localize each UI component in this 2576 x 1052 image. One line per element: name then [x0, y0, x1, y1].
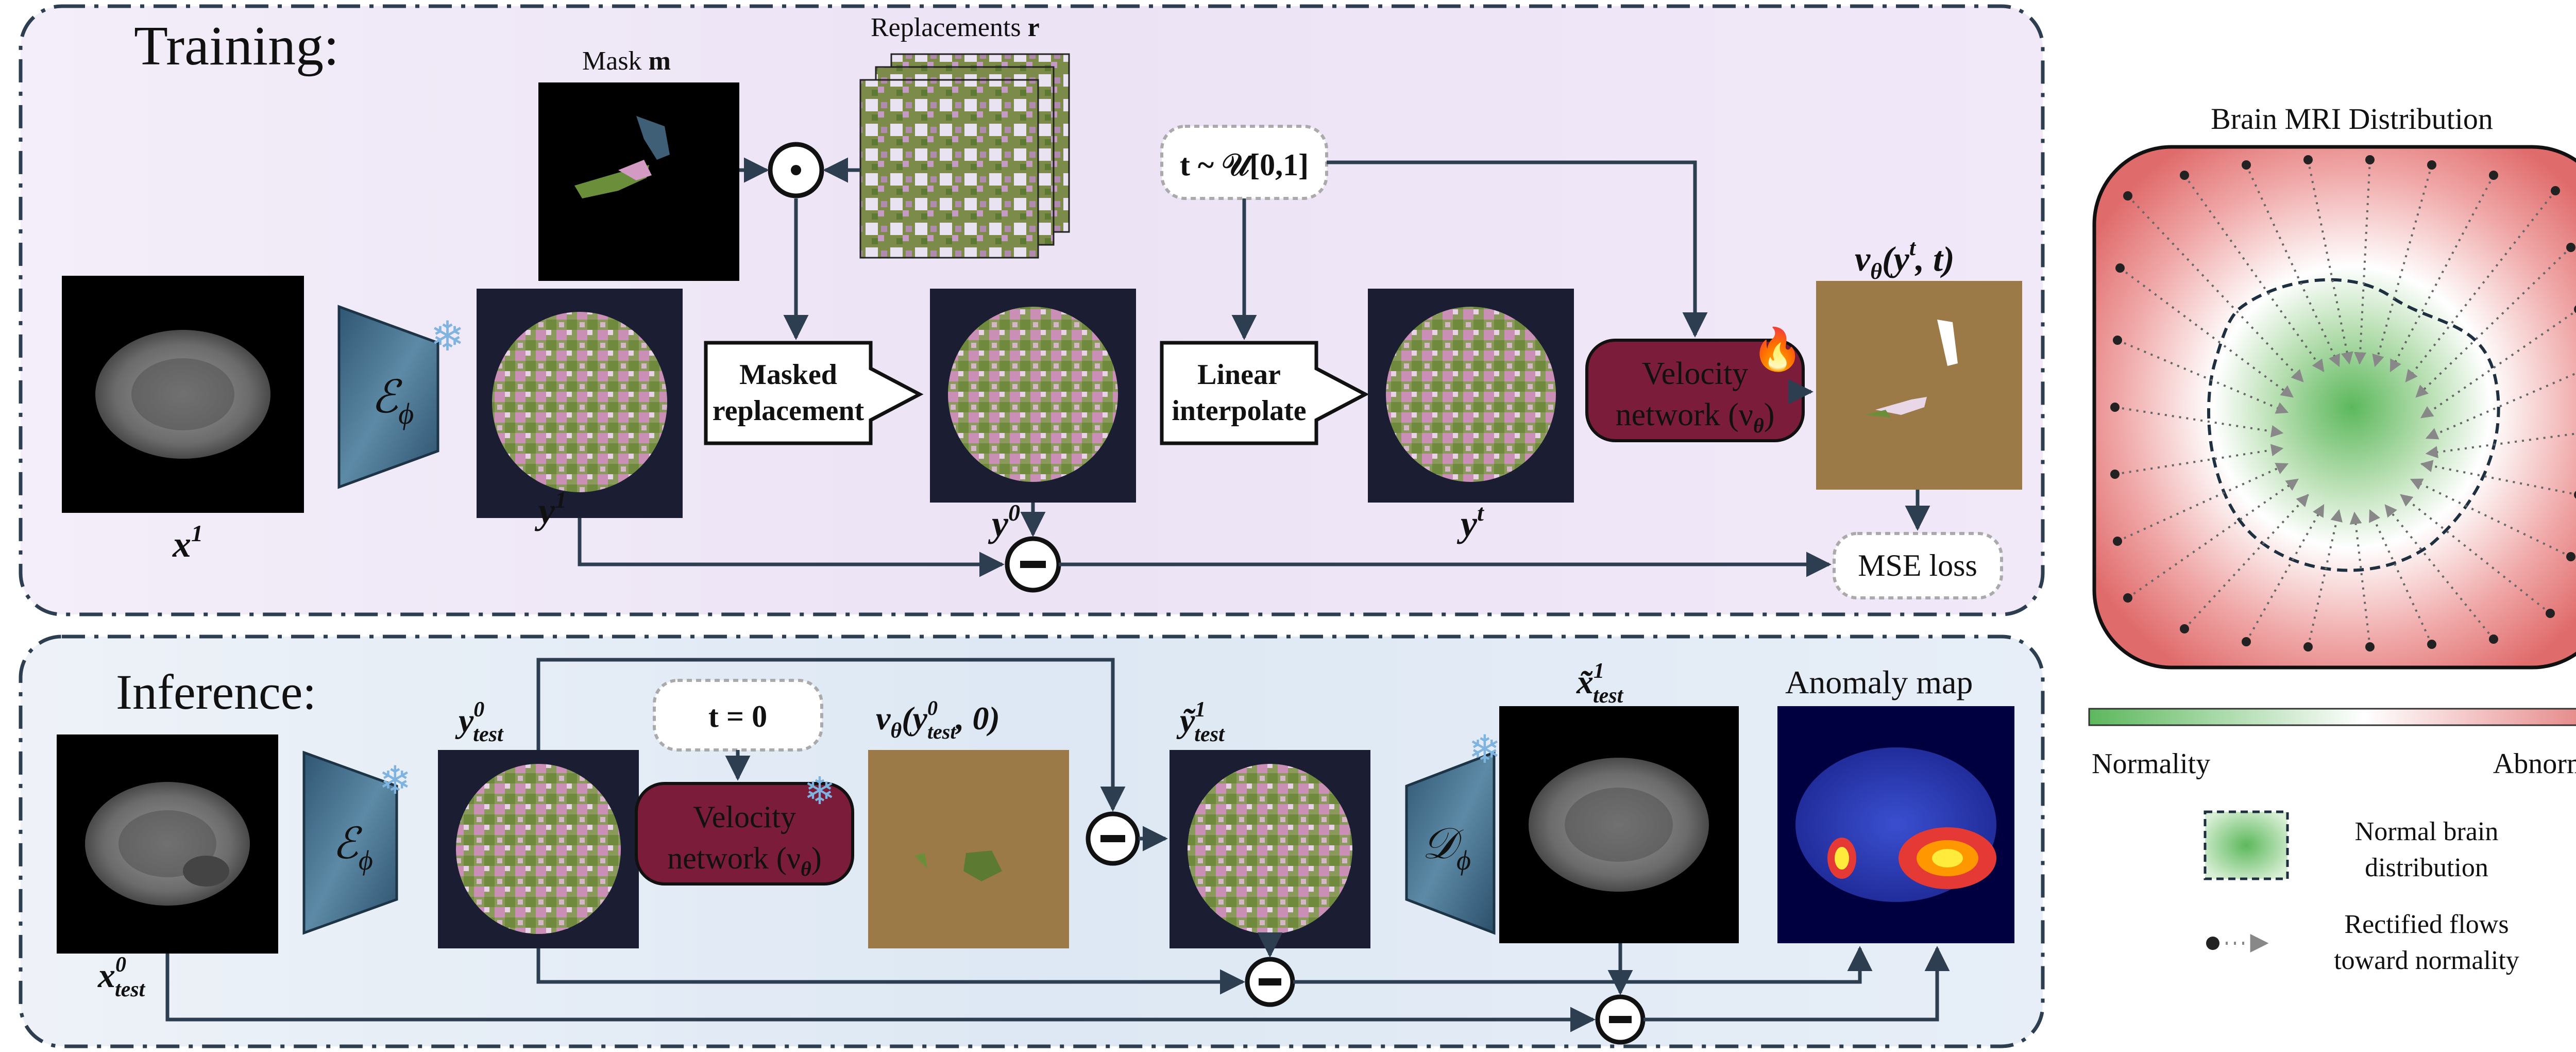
normality-label: Normality — [2092, 748, 2210, 780]
linear-interpolate-block: Linear interpolate — [1160, 341, 1369, 445]
legend-normal-line1: Normal brain — [2355, 817, 2499, 846]
mse-loss-label: MSE loss — [1858, 548, 1977, 582]
velocity-line2: network (νθ) — [1616, 397, 1775, 437]
encoder-inference: ℰϕ ❄ — [302, 750, 412, 935]
velocity-output-inference — [868, 750, 1069, 948]
latent-yt — [1368, 289, 1574, 503]
velocity-inference-line2: network (νθ) — [667, 841, 821, 880]
replacements-stack — [859, 53, 1070, 259]
legend-flow-line2: toward normality — [2334, 946, 2519, 975]
latent-y1 — [477, 289, 683, 518]
linear-interpolate-line1: Linear — [1197, 359, 1281, 391]
masked-replacement-block: Masked replacement — [704, 341, 924, 445]
t-zero-box: t = 0 — [653, 679, 823, 752]
anomaly-map-label: Anomaly map — [1785, 664, 1973, 700]
mse-loss-box: MSE loss — [1833, 532, 2003, 599]
latent-y0-test — [438, 750, 639, 948]
flow-start-dots — [2110, 155, 2576, 652]
distribution-panel: Brain MRI Distribution — [2088, 102, 2576, 975]
snowflake-icon: ❄ — [430, 313, 465, 359]
input-brain-x1 — [62, 276, 304, 513]
normality-scale-bar — [2088, 708, 2576, 726]
legend-flow: Rectified flows toward normality — [2206, 910, 2519, 975]
training-title: Training: — [134, 15, 339, 77]
mask-image — [538, 82, 739, 281]
training-arrows — [578, 157, 1930, 577]
legend-normal: Normal brain distribution — [2204, 810, 2499, 882]
legend-normal-line2: distribution — [2365, 853, 2488, 882]
inference-title: Inference: — [116, 664, 316, 720]
flame-icon: 🔥 — [1752, 326, 1803, 373]
minus-operator-inference-3 — [1595, 994, 1646, 1045]
masked-replacement-line1: Masked — [739, 359, 837, 391]
masked-replacement-line2: replacement — [713, 395, 865, 427]
snowflake-icon: ❄ — [1468, 728, 1501, 772]
minus-operator-training — [1005, 536, 1061, 593]
t-sample-label: t ~ 𝒰[0,1] — [1180, 148, 1309, 182]
linear-interpolate-line2: interpolate — [1172, 395, 1306, 427]
rectified-flows — [2114, 159, 2576, 647]
minus-operator-inference-2 — [1245, 957, 1295, 1007]
abnormality-label: Abnormality — [2493, 748, 2576, 780]
velocity-line1: Velocity — [1642, 356, 1749, 391]
encoder-label: ℰϕ — [371, 373, 414, 430]
mask-label: Mask m — [582, 46, 671, 76]
anomaly-map-image — [1777, 706, 2014, 943]
velocity-inference-line1: Velocity — [693, 800, 796, 834]
replacements-label: Replacements r — [871, 13, 1040, 42]
encoder-inference-label: ℰϕ — [332, 820, 373, 876]
latent-y1-tilde-test — [1170, 750, 1370, 948]
legend-flow-line1: Rectified flows — [2344, 910, 2509, 939]
velocity-output-training — [1816, 281, 2022, 490]
x1-label: x1 — [172, 520, 203, 565]
snowflake-icon: ❄ — [379, 759, 412, 803]
latent-y0 — [930, 289, 1136, 503]
distribution-title: Brain MRI Distribution — [2211, 102, 2493, 136]
velocity-output-label: νθ(yt, t) — [1855, 235, 1955, 284]
t-zero-label: t = 0 — [708, 699, 767, 733]
minus-operator-inference-1 — [1086, 811, 1140, 866]
normal-region-boundary — [2207, 278, 2500, 572]
training-panel: Training: x1 ℰϕ ❄ y1 Mask m — [19, 4, 2045, 616]
input-brain-x0-test — [57, 734, 278, 954]
snowflake-icon: ❄ — [804, 770, 836, 812]
velocity-network-training: Velocity network (νθ) 🔥 — [1585, 326, 1805, 442]
encoder-training: ℰϕ ❄ — [337, 305, 465, 489]
decoder-inference: 𝒟ϕ ❄ — [1405, 728, 1501, 935]
inference-arrows — [165, 658, 1950, 1032]
t-sample-box: t ~ 𝒰[0,1] — [1160, 125, 1328, 200]
velocity-network-inference: Velocity network (νθ) ❄ — [635, 770, 854, 886]
hadamard-operator — [768, 142, 824, 198]
reconstructed-brain — [1499, 706, 1739, 943]
